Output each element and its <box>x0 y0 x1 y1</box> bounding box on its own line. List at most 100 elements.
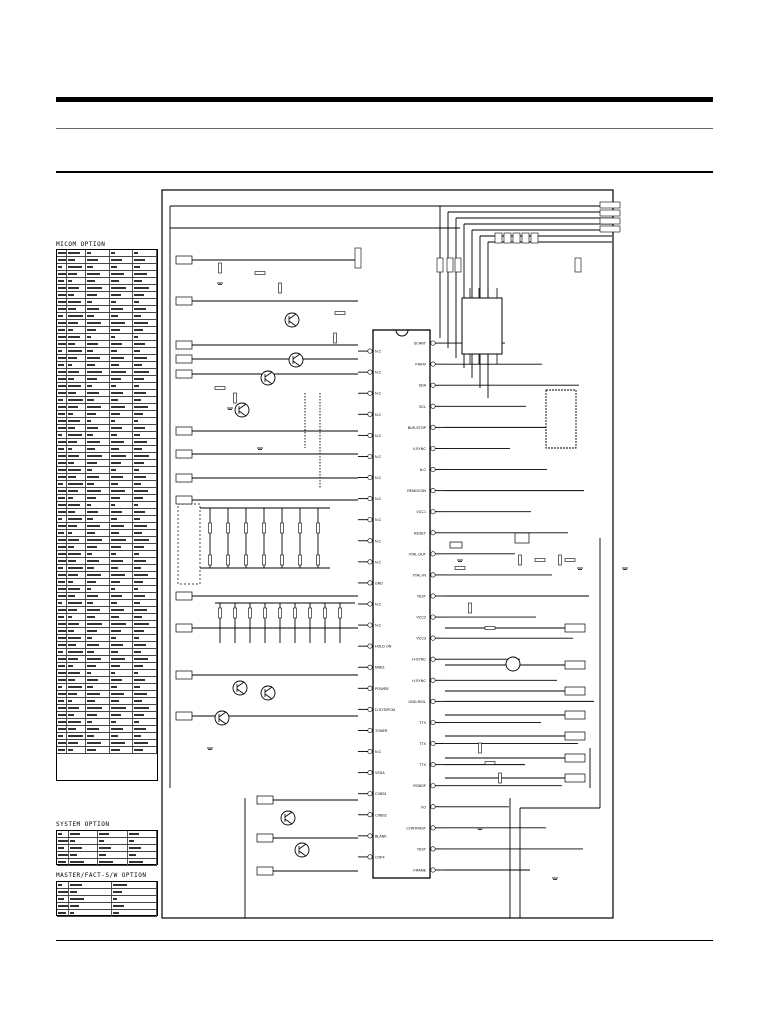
capacitor <box>226 554 230 566</box>
transistor-collector <box>238 403 247 410</box>
table-row <box>57 495 157 502</box>
table-cell <box>133 383 157 389</box>
ic-pin-label: GND-R/GL <box>408 700 426 704</box>
table-row <box>57 439 157 446</box>
ic-pin-marker <box>430 488 436 494</box>
table-cell <box>110 635 134 641</box>
table-row <box>57 572 157 579</box>
table-cell <box>133 509 157 515</box>
ic-pin-marker <box>430 846 436 852</box>
table-row <box>57 831 157 838</box>
table-cell <box>112 882 157 888</box>
table-cell <box>57 544 67 550</box>
table-cell <box>57 488 67 494</box>
table-row <box>57 649 157 656</box>
table-cell <box>133 390 157 396</box>
resistor <box>558 554 562 566</box>
ic-pin-marker <box>367 791 373 797</box>
ic-pin-label: N.C <box>375 413 382 417</box>
table-cell <box>57 593 67 599</box>
table-cell <box>67 502 87 508</box>
table-cell <box>67 712 87 718</box>
table-cell <box>110 572 134 578</box>
table-cell <box>67 733 87 739</box>
ic-pin-label: TTX <box>419 721 426 725</box>
ic-pin-label: N.C <box>375 434 382 438</box>
table-row <box>57 670 157 677</box>
connector-terminal <box>599 209 621 217</box>
table-cell <box>133 488 157 494</box>
table-cell <box>110 586 134 592</box>
table-cell <box>110 439 134 445</box>
table-cell <box>110 334 134 340</box>
table-cell <box>67 327 87 333</box>
table-cell <box>110 285 134 291</box>
transistor <box>260 370 276 386</box>
table-row <box>57 698 157 705</box>
table-cell <box>133 586 157 592</box>
table-cell <box>133 313 157 319</box>
table-cell <box>67 677 87 683</box>
table-cell <box>133 544 157 550</box>
table-cell <box>133 250 157 256</box>
bottom-terminal <box>256 833 274 843</box>
table-row <box>57 691 157 698</box>
table-cell <box>67 642 87 648</box>
transistor <box>284 312 300 328</box>
table-cell <box>67 397 87 403</box>
ic-pin-marker <box>430 530 436 536</box>
table-cell <box>67 740 87 746</box>
table-cell <box>57 677 67 683</box>
table-cell <box>86 453 110 459</box>
table-cell <box>67 313 87 319</box>
table-cell <box>57 467 67 473</box>
table-cell <box>110 404 134 410</box>
table-cell <box>67 607 87 613</box>
table-cell <box>57 299 67 305</box>
crystal <box>449 541 463 549</box>
resistor <box>308 607 312 619</box>
table-cell <box>57 432 67 438</box>
table-row <box>57 425 157 432</box>
resistor <box>218 262 222 274</box>
table-cell <box>57 579 67 585</box>
ic-left-pins: N.CN.CN.CN.CN.CN.CN.CN.CN.CN.CN.CGNDN.CN… <box>358 348 395 859</box>
transistor-emitter <box>288 320 297 327</box>
table-cell <box>86 264 110 270</box>
table-cell <box>110 649 134 655</box>
micom-option-table <box>56 249 158 781</box>
table-cell <box>133 397 157 403</box>
table-row <box>57 376 157 383</box>
table-cell <box>133 334 157 340</box>
table-cell <box>110 712 134 718</box>
ic-pin-marker <box>430 614 436 620</box>
table-cell <box>86 530 110 536</box>
table-cell <box>57 740 67 746</box>
table-cell <box>67 411 87 417</box>
table-cell <box>110 656 134 662</box>
vertical-terminal <box>436 257 444 273</box>
system-option-title: SYSTEM OPTION <box>56 821 110 828</box>
table-row <box>57 292 157 299</box>
transistor-collector <box>218 711 227 718</box>
schematic-diagram: N.CN.CN.CN.CN.CN.CN.CN.CN.CN.CN.CGNDN.CN… <box>161 189 628 919</box>
table-cell <box>57 733 67 739</box>
right-output-terminal <box>564 710 586 720</box>
table-cell <box>57 684 67 690</box>
ic-pin-label: FWHV <box>415 363 426 367</box>
bottom-terminal <box>256 866 274 876</box>
table-cell <box>57 572 67 578</box>
table-cell <box>67 670 87 676</box>
table-row <box>57 740 157 747</box>
transistor <box>214 710 230 726</box>
table-cell <box>133 691 157 697</box>
table-cell <box>86 544 110 550</box>
transistor-collector <box>236 681 245 688</box>
table-cell <box>86 509 110 515</box>
table-cell <box>69 896 112 902</box>
table-cell <box>110 355 134 361</box>
table-row <box>57 467 157 474</box>
table-row <box>57 502 157 509</box>
table-row <box>57 882 157 889</box>
capacitor <box>208 554 212 566</box>
